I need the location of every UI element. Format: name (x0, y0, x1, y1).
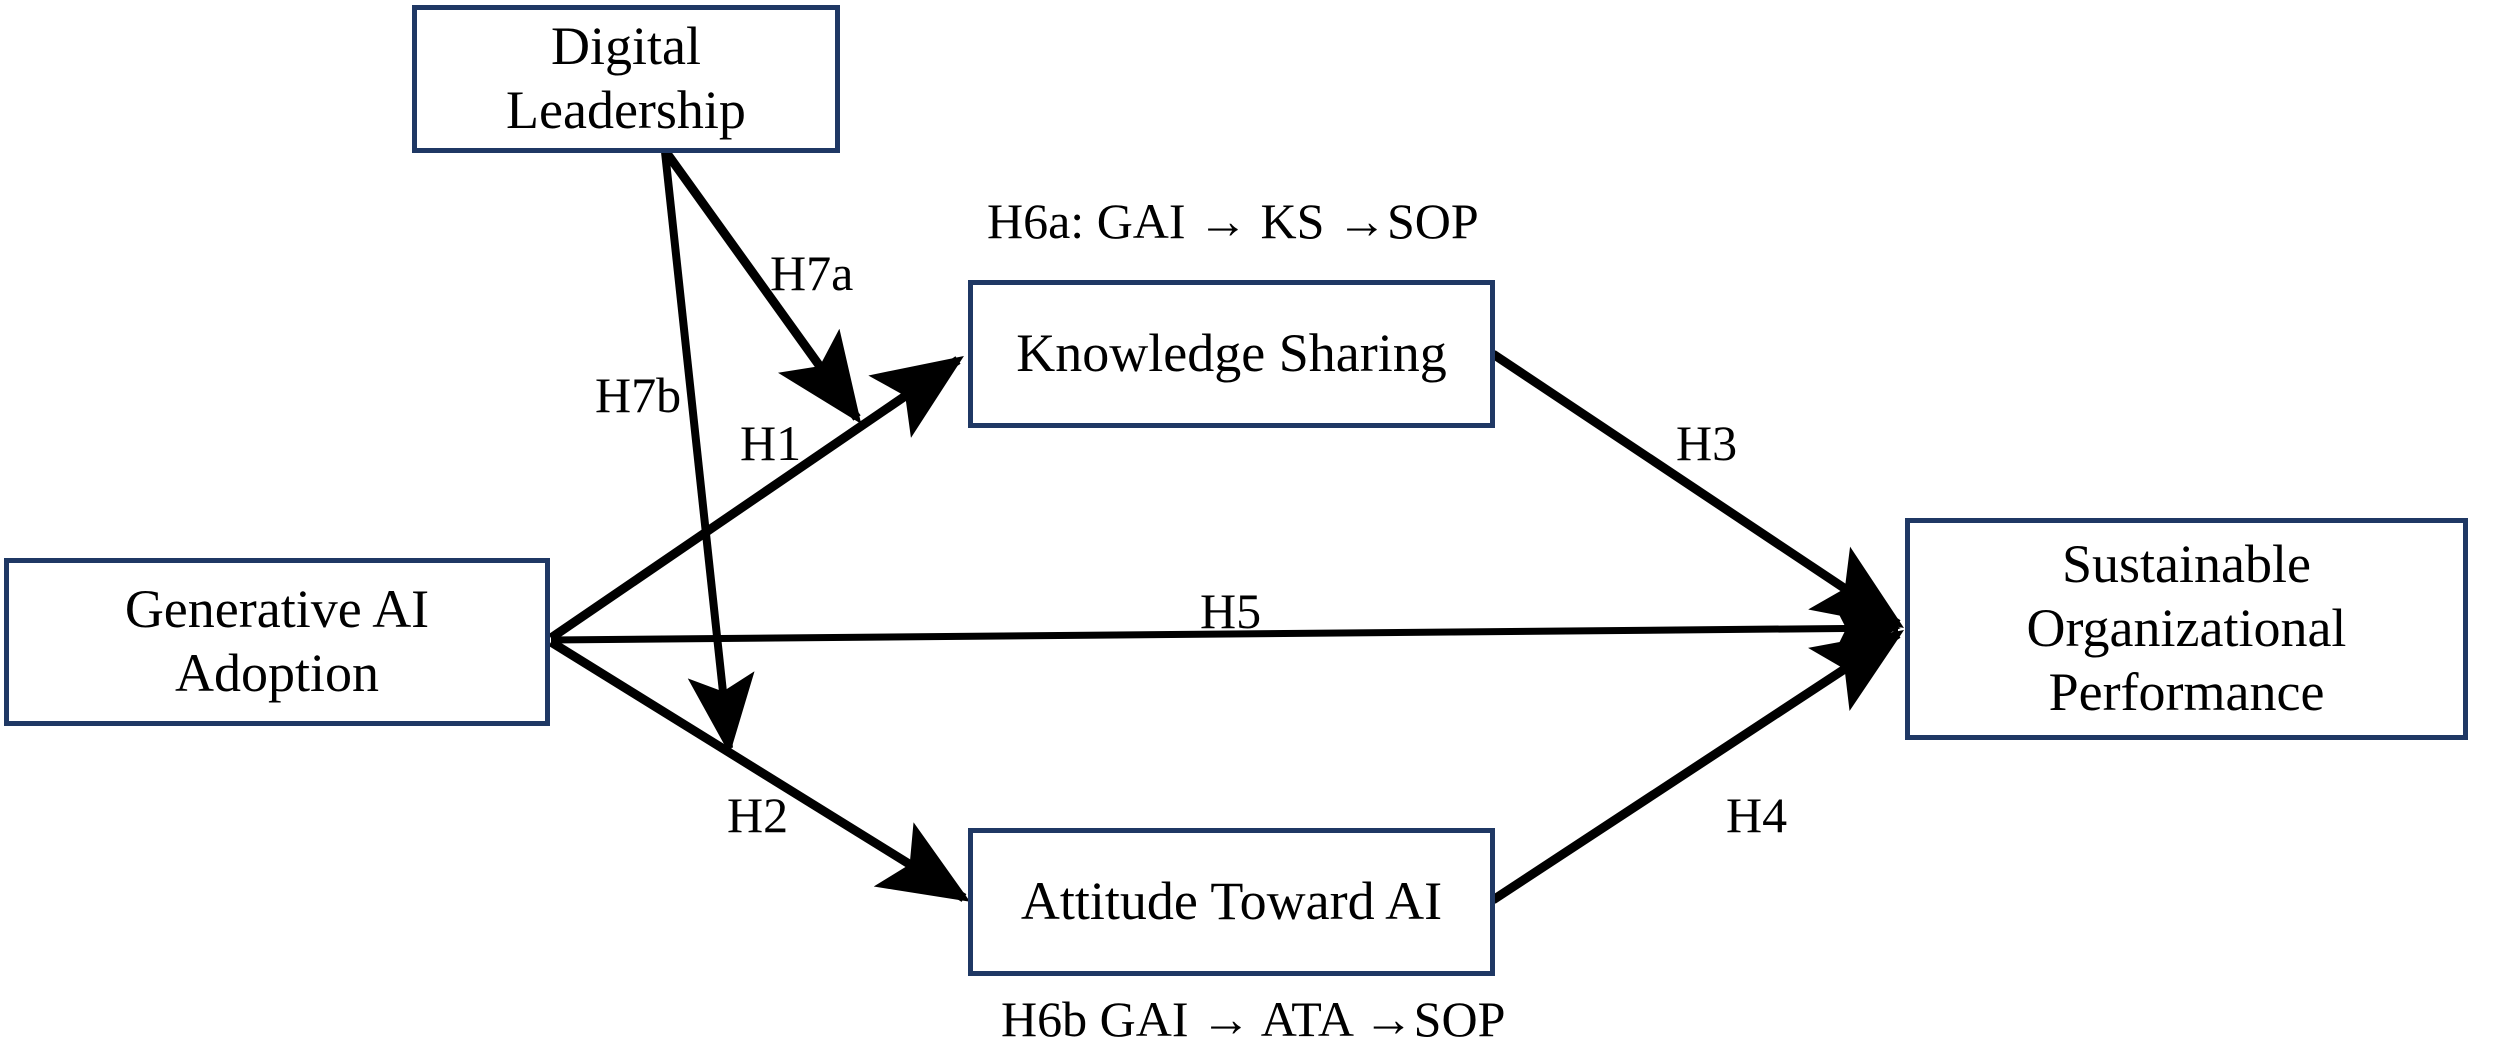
path-h7b-line (661, 151, 755, 755)
path-h4-line (1490, 630, 1905, 904)
path-h7a-line (662, 149, 862, 424)
path-h1-line (548, 355, 964, 642)
path-label-h7a: H7a (770, 245, 854, 301)
path-h2-line (548, 638, 971, 902)
node-attitude-toward-ai-label: Attitude Toward AI (1020, 871, 1443, 932)
node-knowledge-sharing[interactable]: Knowledge Sharing (968, 280, 1495, 428)
path-h3-line (1490, 350, 1904, 628)
node-sustainable-organizational-performance-label: Sustainable Organizational Performance (2026, 534, 2347, 722)
mediation-label-h6b: H6b GAI → ATA →SOP (1001, 991, 1506, 1043)
node-generative-ai-adoption-label: Generative AI Adoption (124, 579, 430, 703)
node-knowledge-sharing-label: Knowledge Sharing (1016, 323, 1447, 384)
path-h5-line (550, 597, 1901, 660)
path-label-h1: H1 (740, 415, 802, 471)
node-digital-leadership-label: Digital Leadership (506, 16, 746, 140)
mediation-label-h6a: H6a: GAI → KS →SOP (987, 193, 1479, 249)
path-label-h7b: H7b (595, 367, 682, 423)
path-label-h4: H4 (1726, 787, 1788, 843)
node-sustainable-organizational-performance[interactable]: Sustainable Organizational Performance (1905, 518, 2468, 740)
path-label-h2: H2 (727, 787, 789, 843)
node-digital-leadership[interactable]: Digital Leadership (412, 5, 840, 153)
node-attitude-toward-ai[interactable]: Attitude Toward AI (968, 828, 1495, 976)
path-label-h3: H3 (1676, 415, 1738, 471)
path-label-h5: H5 (1200, 583, 1262, 639)
node-generative-ai-adoption[interactable]: Generative AI Adoption (4, 558, 550, 726)
